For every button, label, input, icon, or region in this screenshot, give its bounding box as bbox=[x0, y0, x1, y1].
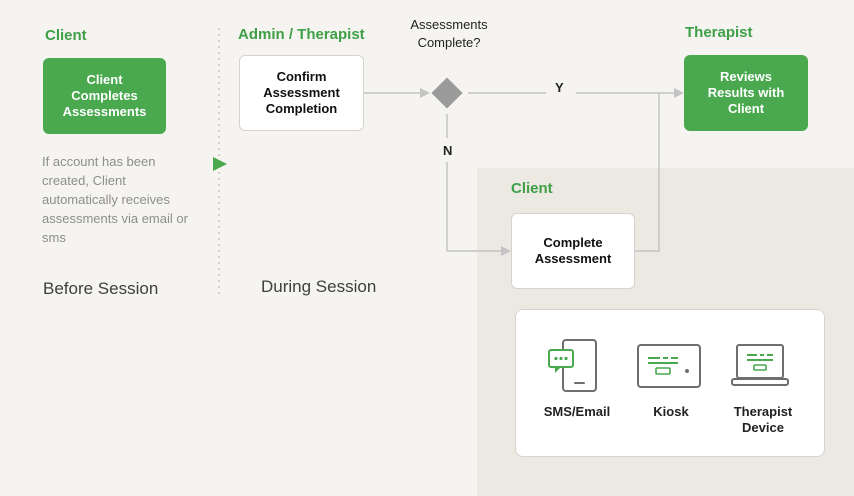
arrowhead-to-decision bbox=[420, 88, 430, 98]
devices-card: SMS/Email Kiosk Therapist Device bbox=[515, 309, 825, 457]
reviews-results-box: Reviews Results with Client bbox=[684, 55, 808, 131]
phone-chat-icon bbox=[548, 339, 597, 392]
lane-label-admin-therapist: Admin / Therapist bbox=[238, 26, 365, 43]
complete-assessment-text: Complete Assessment bbox=[534, 235, 612, 266]
yes-label: Y bbox=[555, 80, 564, 95]
arrowhead-to-reviews bbox=[674, 88, 684, 98]
laptop-icon bbox=[731, 344, 789, 386]
phase-during-session: During Session bbox=[261, 277, 377, 296]
phase-before-session: Before Session bbox=[43, 279, 159, 298]
client-completes-text: Client Completes Assessments bbox=[62, 72, 147, 119]
lane-label-client-panel: Client bbox=[511, 180, 553, 197]
device-label-therapist-device: Therapist Device bbox=[733, 404, 793, 435]
reviews-results-text: Reviews Results with Client bbox=[707, 69, 785, 116]
no-label: N bbox=[443, 143, 453, 158]
lane-label-client: Client bbox=[45, 27, 87, 44]
confirm-completion-text: Confirm Assessment Completion bbox=[263, 69, 340, 116]
arrowhead-to-complete bbox=[501, 246, 511, 256]
complete-assessment-box: Complete Assessment bbox=[511, 213, 635, 289]
confirm-completion-box: Confirm Assessment Completion bbox=[239, 55, 364, 131]
connector-complete-to-reviews bbox=[635, 93, 660, 252]
device-label-kiosk: Kiosk bbox=[653, 404, 689, 419]
device-label-sms-email: SMS/Email bbox=[543, 404, 611, 419]
client-completes-box: Client Completes Assessments bbox=[43, 58, 166, 134]
decision-question: Assessments Complete? bbox=[410, 17, 488, 50]
lane-label-therapist: Therapist bbox=[685, 24, 753, 41]
decision-diamond bbox=[431, 77, 463, 109]
divider-arrow-icon bbox=[213, 157, 227, 171]
auto-send-note: If account has been created, Client auto… bbox=[42, 154, 188, 245]
kiosk-icon bbox=[637, 344, 701, 388]
